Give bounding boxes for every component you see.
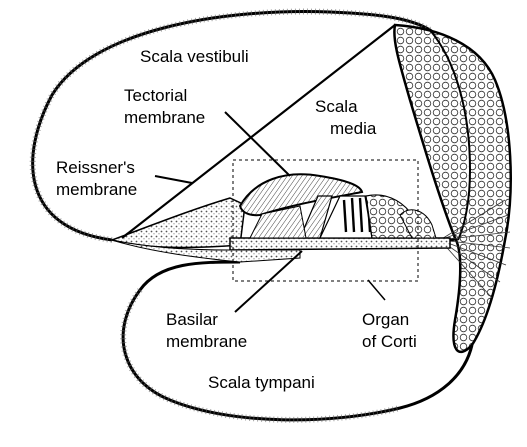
label-tectorial-membrane-line2: membrane [124,108,205,127]
tectorial-membrane [238,173,364,217]
label-organ-of-corti-line1: Organ [362,310,409,329]
osseous-spiral-lamina [111,239,301,263]
label-scala-vestibuli: Scala vestibuli [140,47,249,66]
label-scala-tympani: Scala tympani [208,373,315,392]
spiral-limbus [109,197,246,249]
label-reissners-membrane-line2: membrane [56,180,137,199]
organ-leader-line [367,279,386,301]
radiating-fibers [439,199,511,299]
reissners-membrane [121,24,396,239]
label-tectorial-membrane-line1: Tectorial [124,86,187,105]
basilar-membrane-strip [229,237,451,251]
label-reissners-membrane-line1: Reissner's [56,158,135,177]
label-scala-media-line1: Scala [315,97,358,116]
basilar-leader-line [234,250,303,313]
scala-vestibuli-wall-texture [29,8,432,243]
stria-vascularis [429,29,472,241]
tectorial-leader-line [224,111,291,177]
organ-of-corti-box [232,159,419,282]
label-scala-media-line2: media [330,119,377,138]
scala-tympani-wall-texture [120,288,401,423]
label-organ-of-corti-line2: of Corti [362,332,417,351]
reissner-leader-line [154,175,193,184]
spiral-ligament [393,23,512,353]
label-basilar-membrane-line2: membrane [166,332,247,351]
label-basilar-membrane-line1: Basilar [166,310,218,329]
